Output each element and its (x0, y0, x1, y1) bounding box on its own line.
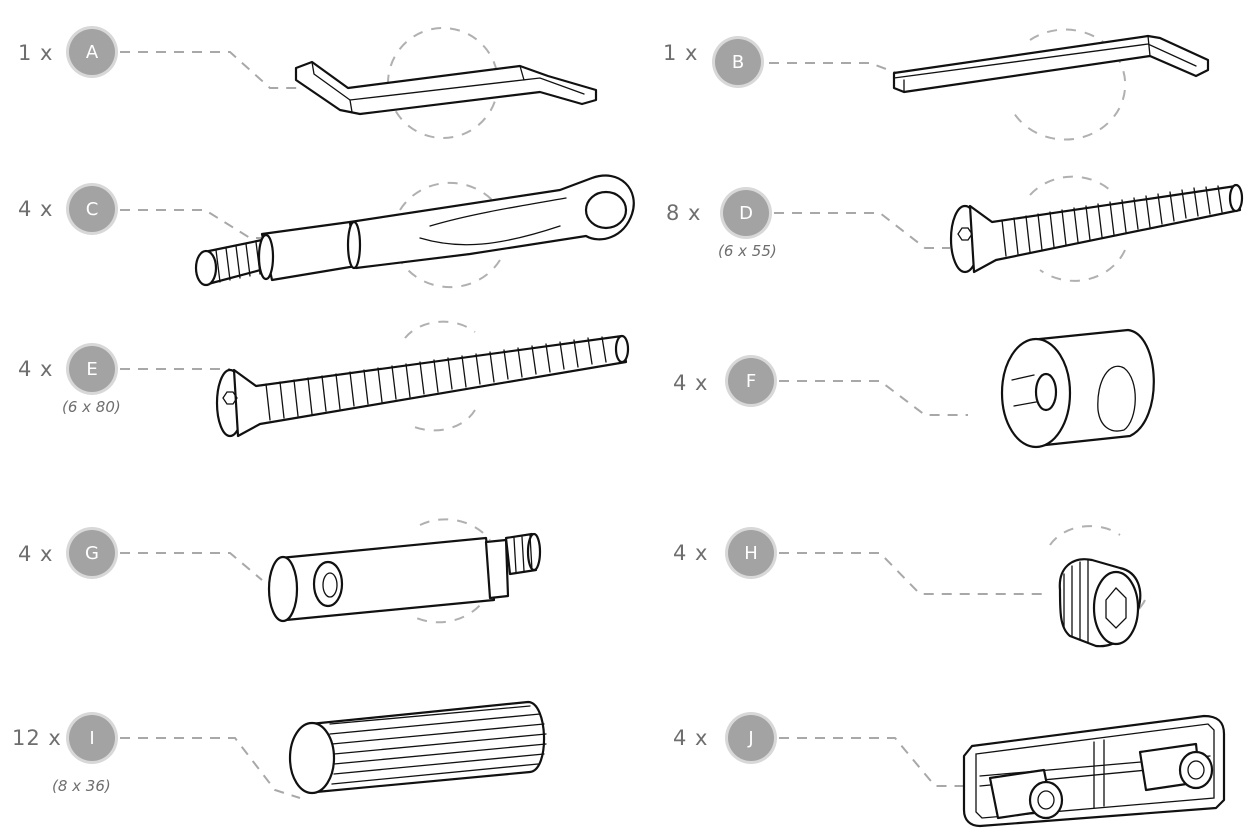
size-label-e: (6 x 80) (62, 398, 121, 416)
leader-line-g (120, 552, 263, 581)
allen-key-a-drawing (294, 60, 598, 116)
qty-label-b: 1 x (663, 41, 699, 65)
qty-label-a: 1 x (18, 41, 54, 65)
leader-line-i (120, 737, 301, 799)
grub-screw-h-drawing (1058, 558, 1142, 648)
cross-dowel-g-drawing (267, 532, 542, 623)
part-badge-d: D (723, 190, 769, 236)
end-cap-j-drawing (962, 714, 1226, 828)
wooden-dowel-i-drawing (288, 700, 547, 795)
leader-line-b (769, 62, 911, 79)
part-badge-b: B (715, 39, 761, 85)
part-badge-c: C (69, 186, 115, 232)
qty-label-j: 4 x (673, 726, 709, 750)
qty-label-c: 4 x (18, 197, 54, 221)
focus-circle-g (409, 518, 491, 624)
size-label-i: (8 x 36) (52, 777, 111, 795)
leader-line-a (120, 51, 298, 89)
part-badge-a: A (69, 29, 115, 75)
part-badge-j: J (728, 715, 774, 761)
part-badge-f: F (728, 358, 774, 404)
focus-circles (387, 27, 1146, 624)
screw-e-drawing (215, 334, 630, 438)
qty-label-e: 4 x (18, 357, 54, 381)
screw-d-drawing (949, 183, 1244, 274)
focus-circle-e (404, 320, 476, 432)
leader-line-j (779, 737, 968, 787)
part-badge-h: H (728, 530, 774, 576)
part-badge-g: G (69, 530, 115, 576)
part-badge-i: I (69, 715, 115, 761)
connector-bolt-c-drawing (194, 174, 635, 287)
leader-line-h (779, 552, 1042, 595)
barrel-nut-f-drawing (1000, 328, 1155, 449)
qty-label-i: 12 x (12, 726, 62, 750)
qty-label-h: 4 x (673, 541, 709, 565)
allen-key-b-drawing (892, 34, 1210, 94)
part-badge-e: E (69, 346, 115, 392)
size-label-d: (6 x 55) (718, 242, 777, 260)
qty-label-f: 4 x (673, 371, 709, 395)
leader-line-d (774, 212, 950, 249)
leader-line-c (120, 209, 262, 239)
qty-label-g: 4 x (18, 542, 54, 566)
focus-circle-c (399, 181, 501, 289)
focus-circle-d (1029, 175, 1126, 282)
qty-label-d: 8 x (666, 201, 702, 225)
focus-circle-b (1011, 28, 1127, 141)
leader-line-f (779, 380, 968, 416)
